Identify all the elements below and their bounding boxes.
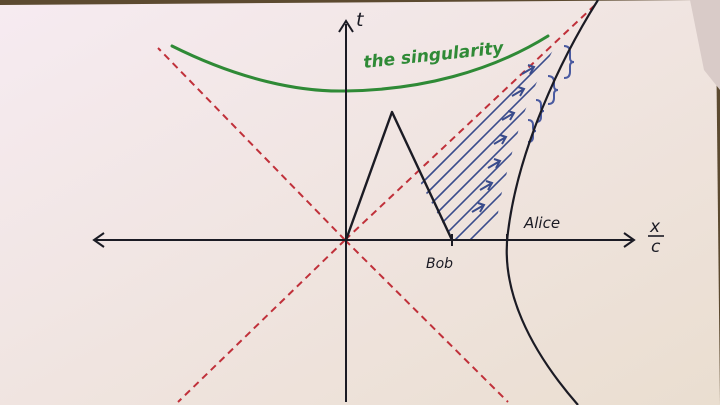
light-cone-past-left [177, 239, 346, 403]
x-axis-label-denominator: c [651, 237, 661, 257]
x-axis-arrowhead-left [92, 232, 105, 248]
light-cone [157, 4, 596, 403]
brace-4 [527, 119, 537, 143]
signal-arrows [471, 64, 536, 213]
braces [527, 45, 575, 143]
light-cone-past-right [344, 239, 509, 403]
alice-worldline [505, 0, 599, 405]
light-cone-forward-left [157, 47, 346, 241]
x-axis-arrowhead [623, 232, 636, 248]
alice-label: Alice [523, 214, 560, 232]
brace-2 [547, 75, 559, 105]
bob-worldline [344, 110, 454, 241]
x-axis-label-numerator: x [649, 217, 661, 237]
t-axis-label: t [356, 9, 365, 31]
t-axis-arrowhead [338, 19, 354, 33]
brace-3 [535, 99, 545, 123]
light-cone-forward-right [344, 4, 596, 241]
axes [92, 19, 636, 402]
event-markers [451, 234, 508, 246]
bob-label: Bob [426, 256, 453, 272]
